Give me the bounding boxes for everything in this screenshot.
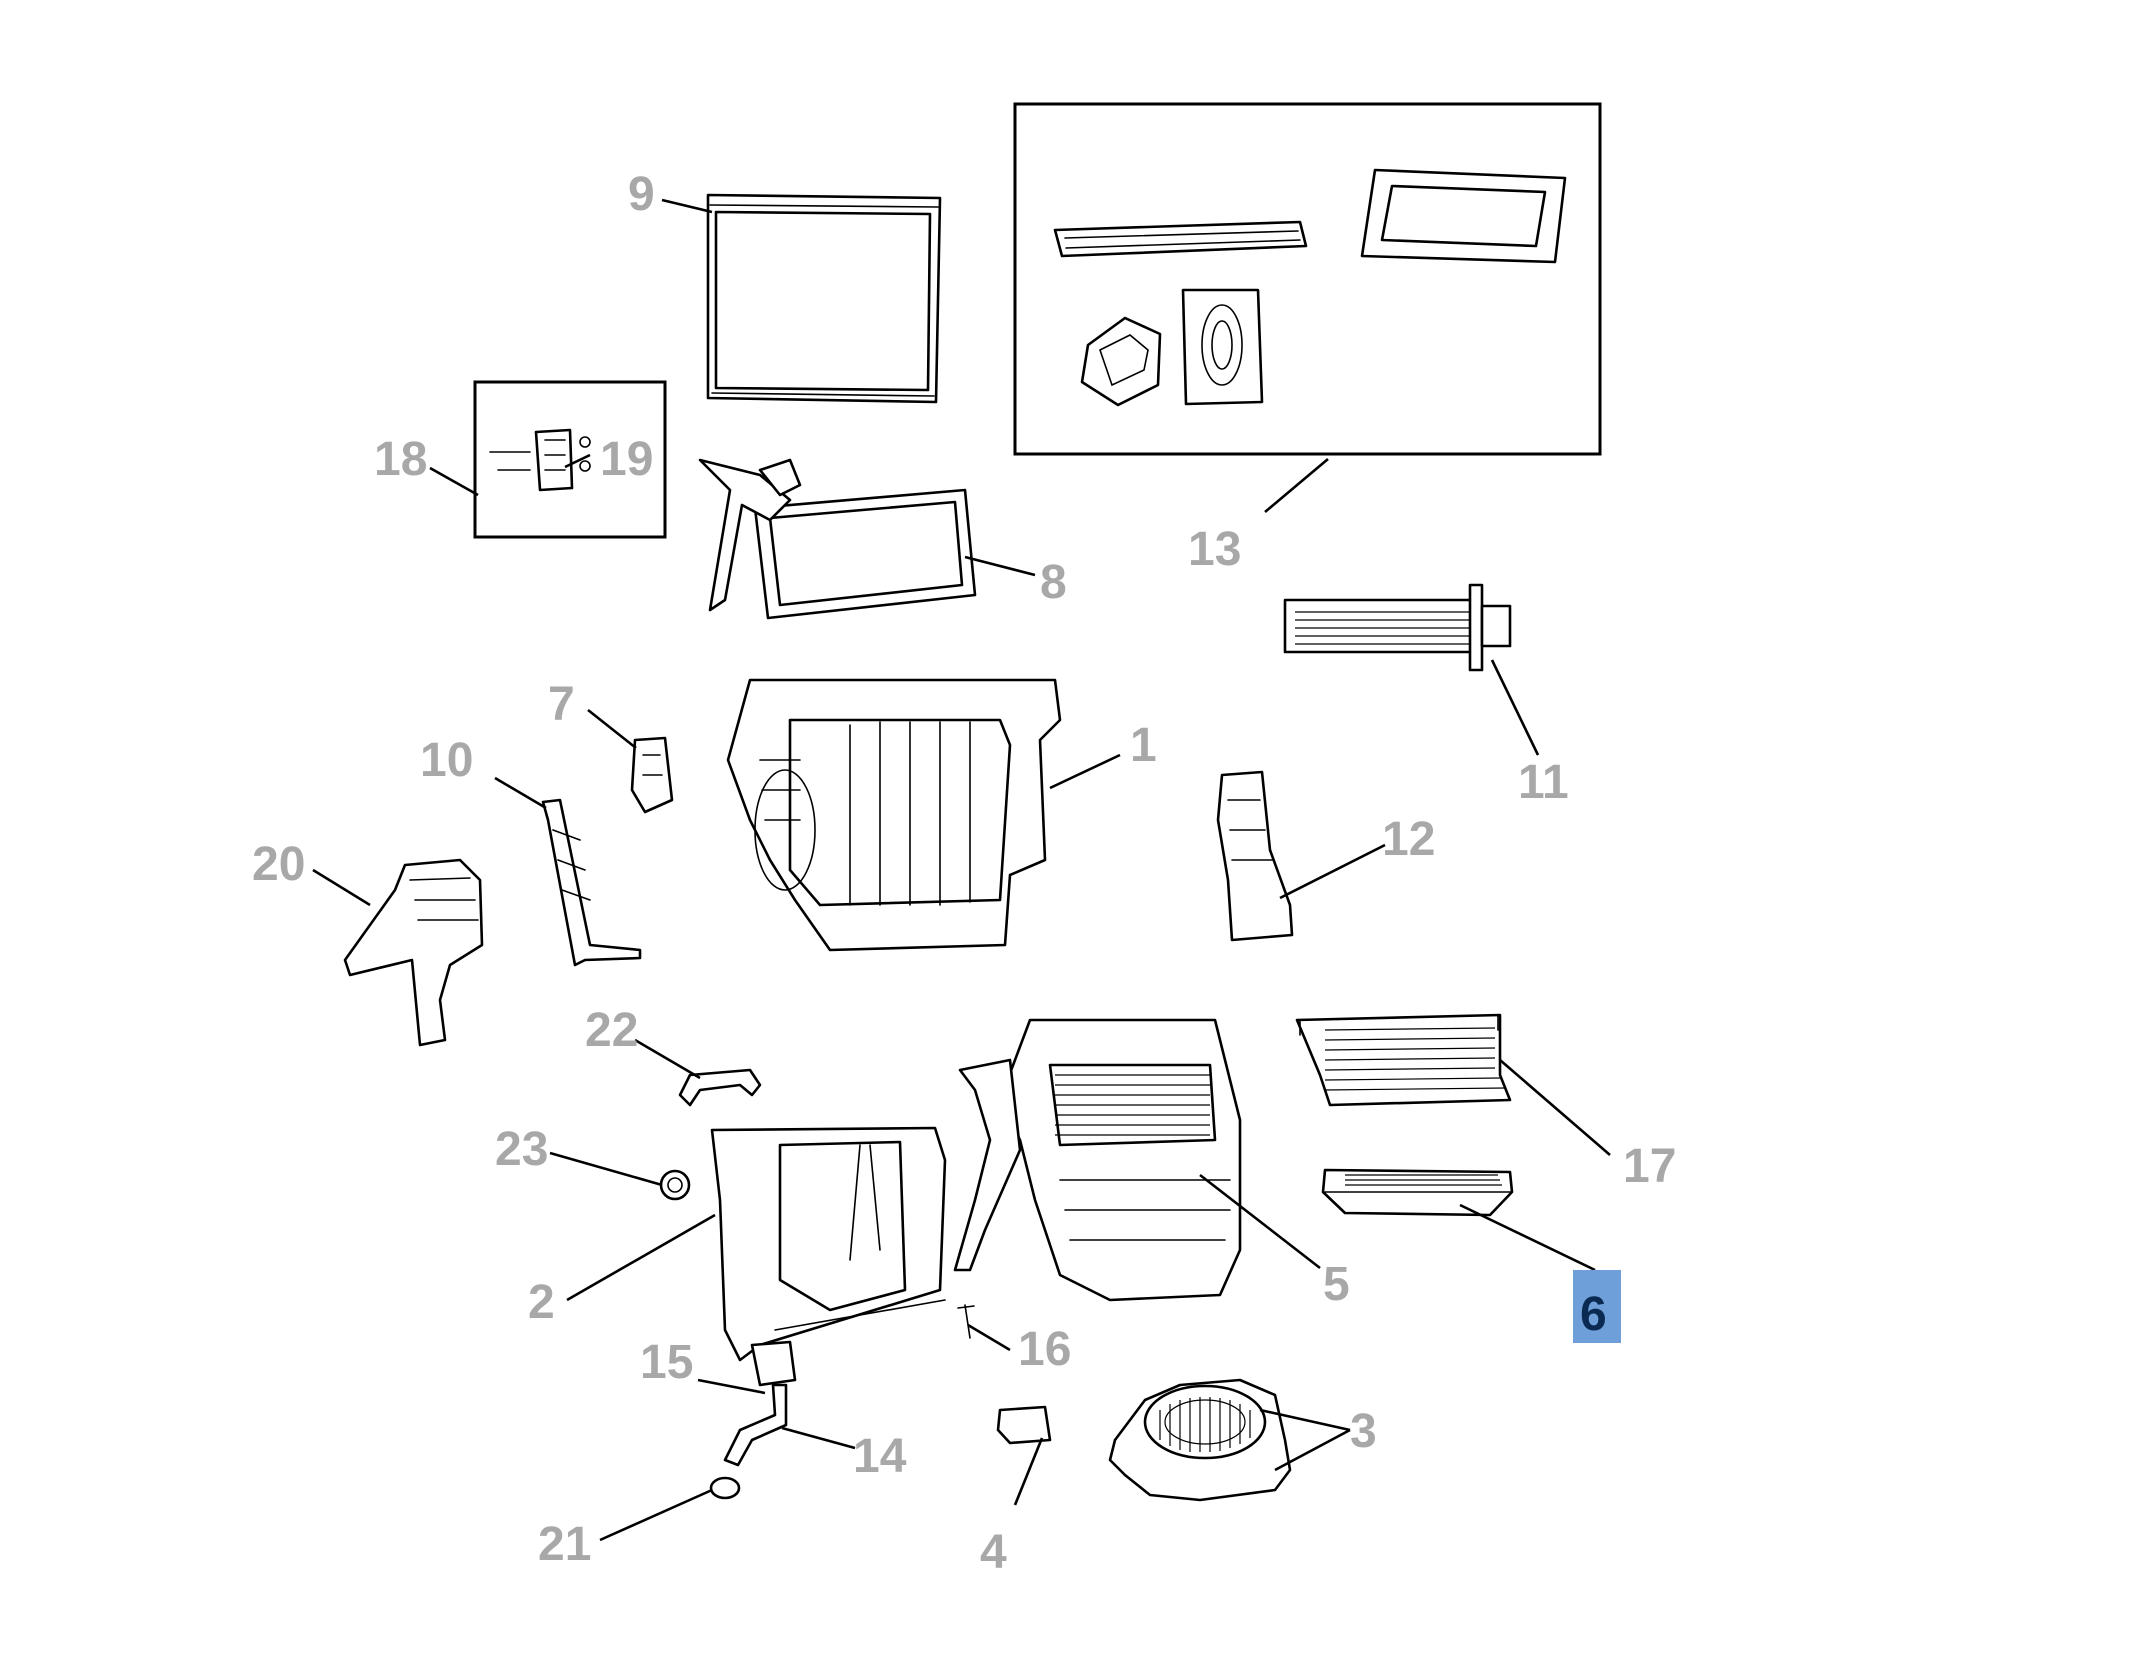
callout-2[interactable]: 2 — [528, 1276, 555, 1329]
part-15-drain — [750, 1340, 797, 1387]
callout-10[interactable]: 10 — [420, 734, 473, 787]
part-22-seal — [678, 1068, 762, 1107]
callout-17[interactable]: 17 — [1623, 1140, 1676, 1193]
part-1-upper-housing — [726, 678, 1062, 952]
part-20-duct — [343, 858, 484, 1047]
part-6-cabin-air-filter — [1321, 1168, 1514, 1217]
callout-15[interactable]: 15 — [640, 1336, 693, 1389]
callout-13[interactable]: 13 — [1188, 523, 1241, 576]
part-13-seal-kit-box — [1013, 102, 1602, 456]
part-18-19-actuator-kit-box — [473, 380, 667, 539]
callout-19[interactable]: 19 — [600, 433, 653, 486]
callout-7[interactable]: 7 — [548, 678, 575, 731]
callout-6[interactable]: 6 — [1580, 1288, 1607, 1341]
part-5-blower-housing — [953, 1018, 1242, 1302]
part-16-screw — [957, 1304, 975, 1339]
part-23-grommet — [659, 1169, 691, 1201]
callout-1[interactable]: 1 — [1130, 719, 1157, 772]
callout-18[interactable]: 18 — [374, 433, 427, 486]
part-9-evaporator — [706, 193, 942, 404]
part-21-plug — [709, 1476, 741, 1500]
part-2-lower-housing — [710, 1126, 947, 1362]
callout-4[interactable]: 4 — [980, 1526, 1007, 1579]
callout-9[interactable]: 9 — [628, 168, 655, 221]
callout-20[interactable]: 20 — [252, 838, 305, 891]
part-17-filter-door — [1295, 1013, 1512, 1107]
part-14-drain-hose — [723, 1383, 788, 1467]
callout-3[interactable]: 3 — [1350, 1405, 1377, 1458]
part-8-heater-core — [698, 458, 977, 620]
callout-5[interactable]: 5 — [1323, 1258, 1350, 1311]
part-3-blower-motor — [1108, 1378, 1292, 1502]
callout-21[interactable]: 21 — [538, 1518, 591, 1571]
part-10-linkage — [541, 798, 642, 967]
callout-12[interactable]: 12 — [1382, 813, 1435, 866]
callout-11[interactable]: 11 — [1518, 756, 1569, 809]
callout-8[interactable]: 8 — [1040, 556, 1067, 609]
leader-lines — [312, 198, 1611, 1542]
callout-labels: 1 2 3 4 5 6 7 8 9 10 11 12 13 14 15 16 1… — [252, 168, 1676, 1579]
callout-6-highlight — [1573, 1270, 1621, 1343]
callout-22[interactable]: 22 — [585, 1004, 638, 1057]
part-4-blower-resistor — [996, 1405, 1052, 1445]
part-11-blend-door — [1283, 583, 1512, 672]
callout-16[interactable]: 16 — [1018, 1323, 1071, 1376]
callout-23[interactable]: 23 — [495, 1123, 548, 1176]
part-12-duct — [1216, 770, 1294, 942]
part-7-actuator — [630, 736, 674, 814]
callout-14[interactable]: 14 — [853, 1430, 907, 1483]
